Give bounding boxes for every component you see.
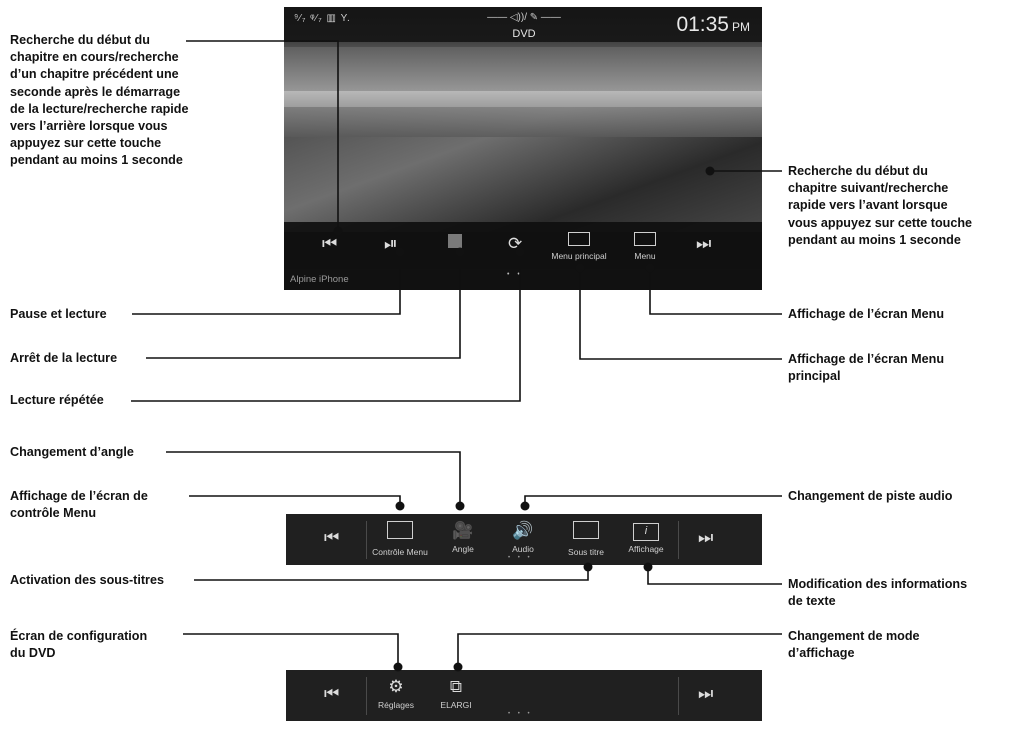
callout-prev: Recherche du début du chapitre en cours/… [10, 33, 189, 168]
callout-subtitles: Activation des sous-titres [10, 573, 164, 587]
audio-label: Audio [512, 544, 534, 554]
reglages-label: Réglages [378, 700, 414, 710]
elargi-label: ELARGI [440, 700, 472, 710]
skip-previous-icon: ⏮ [324, 684, 340, 703]
skip-next-icon: ⏭ [698, 684, 714, 703]
video-sky [284, 42, 762, 94]
callout-audio: Changement de piste audio [788, 489, 953, 503]
callout-menu: Affichage de l’écran Menu [788, 307, 945, 321]
play-pause-button[interactable]: ⏯ [384, 234, 398, 254]
sous-titre-button[interactable]: Sous titre [564, 521, 608, 557]
controle-menu-icon [387, 521, 413, 539]
audio-button[interactable]: 🔊 Audio [506, 521, 540, 554]
callout-next: Recherche du début du chapitre suivant/r… [788, 164, 973, 247]
stop-icon [448, 234, 462, 248]
callout-menu-principal: Affichage de l’écran Menu principal [788, 352, 945, 384]
playback-control-bar: ⏮ ⏯ ⟳ Menu principal Menu ⏭ [284, 222, 762, 270]
callout-stop: Arrêt de la lecture [10, 351, 118, 365]
page-dots: • • [507, 271, 523, 278]
menu-label: Menu [634, 251, 656, 261]
play-pause-icon: ⏯ [384, 234, 398, 253]
audio-track-icon: 🔊 [512, 521, 534, 540]
previous-button-2[interactable]: ⏮ [324, 528, 339, 548]
angle-label: Angle [452, 544, 474, 554]
leader-controle-menu [189, 495, 401, 506]
affichage-label: Affichage [628, 544, 664, 554]
next-button[interactable]: ⏭ [696, 234, 711, 254]
next-button-2[interactable]: ⏭ [698, 528, 713, 548]
callout-repeat: Lecture répétée [10, 393, 104, 407]
skip-previous-icon: ⏮ [322, 234, 338, 253]
leader-audio [524, 495, 782, 506]
leader-angle [166, 451, 461, 506]
audio-indicator: —— ◁))/ ✎ —— [487, 12, 561, 23]
callout-text-info: Modification des informations de texte [788, 577, 968, 609]
previous-button[interactable]: ⏮ [322, 234, 337, 254]
reglages-button[interactable]: ⚙ Réglages [374, 677, 418, 710]
next-button-3[interactable]: ⏭ [698, 684, 713, 704]
controle-menu-button[interactable]: Contrôle Menu [368, 521, 432, 557]
repeat-icon: ⟳ [508, 234, 523, 253]
menu-principal-label: Menu principal [551, 251, 607, 261]
sous-titre-label: Sous titre [568, 547, 604, 557]
previous-button-3[interactable]: ⏮ [324, 684, 339, 704]
repeat-button[interactable]: ⟳ [508, 234, 522, 254]
menu-principal-icon [568, 232, 590, 246]
menu-button[interactable]: Menu [628, 232, 662, 261]
clock-ampm: PM [732, 20, 750, 34]
stop-button[interactable] [448, 234, 462, 253]
skip-previous-icon: ⏮ [324, 528, 340, 547]
divider [678, 677, 679, 715]
affichage-button[interactable]: i Affichage [622, 521, 670, 554]
leader-dot [520, 501, 530, 511]
skip-next-icon: ⏭ [696, 234, 712, 253]
divider [366, 521, 367, 559]
callout-dvd-config: Écran de configuration du DVD [10, 629, 148, 661]
menu-icon [634, 232, 656, 246]
wide-screen-icon: ⧉ [449, 677, 463, 696]
page-dots: • • • [508, 555, 533, 561]
source-label: DVD [512, 28, 536, 40]
divider [366, 677, 367, 715]
page-dots: • • • [508, 711, 533, 717]
skip-next-icon: ⏭ [698, 528, 714, 547]
control-bar-page-2: ⏮ Contrôle Menu 🎥 Angle 🔊 Audio Sous tit… [286, 514, 762, 565]
status-icons: ⁹⁄₇ ᵠ⁄₇ ▥ Y. [294, 13, 351, 24]
controle-menu-label: Contrôle Menu [372, 547, 428, 557]
subtitle-icon [573, 521, 599, 539]
divider [678, 521, 679, 559]
callout-pause: Pause et lecture [10, 307, 107, 321]
callout-display-mode: Changement de mode d’affichage [788, 629, 920, 661]
callout-controle-menu: Affichage de l’écran de contrôle Menu [10, 489, 148, 521]
clock-time: 01:35 [676, 13, 729, 36]
menu-principal-button[interactable]: Menu principal [546, 232, 612, 261]
leader-text-info [647, 567, 782, 585]
leader-subtitles [194, 567, 589, 581]
leader-display-mode [457, 633, 782, 667]
callout-angle: Changement d’angle [10, 445, 134, 459]
info-icon: i [633, 523, 659, 541]
leader-dot [455, 501, 465, 511]
source-footer-label: Alpine iPhone [290, 274, 349, 285]
elargi-button[interactable]: ⧉ ELARGI [436, 677, 476, 710]
camera-icon: 🎥 [452, 521, 474, 540]
leader-dvd-config [183, 633, 399, 667]
source-footer: Alpine iPhone • • [284, 269, 762, 290]
video-coast [284, 107, 762, 232]
leader-dot [395, 501, 405, 511]
gear-icon: ⚙ [388, 677, 404, 696]
control-bar-page-3: ⏮ ⚙ Réglages ⧉ ELARGI ⏭ • • • [286, 670, 762, 721]
angle-button[interactable]: 🎥 Angle [446, 521, 480, 554]
